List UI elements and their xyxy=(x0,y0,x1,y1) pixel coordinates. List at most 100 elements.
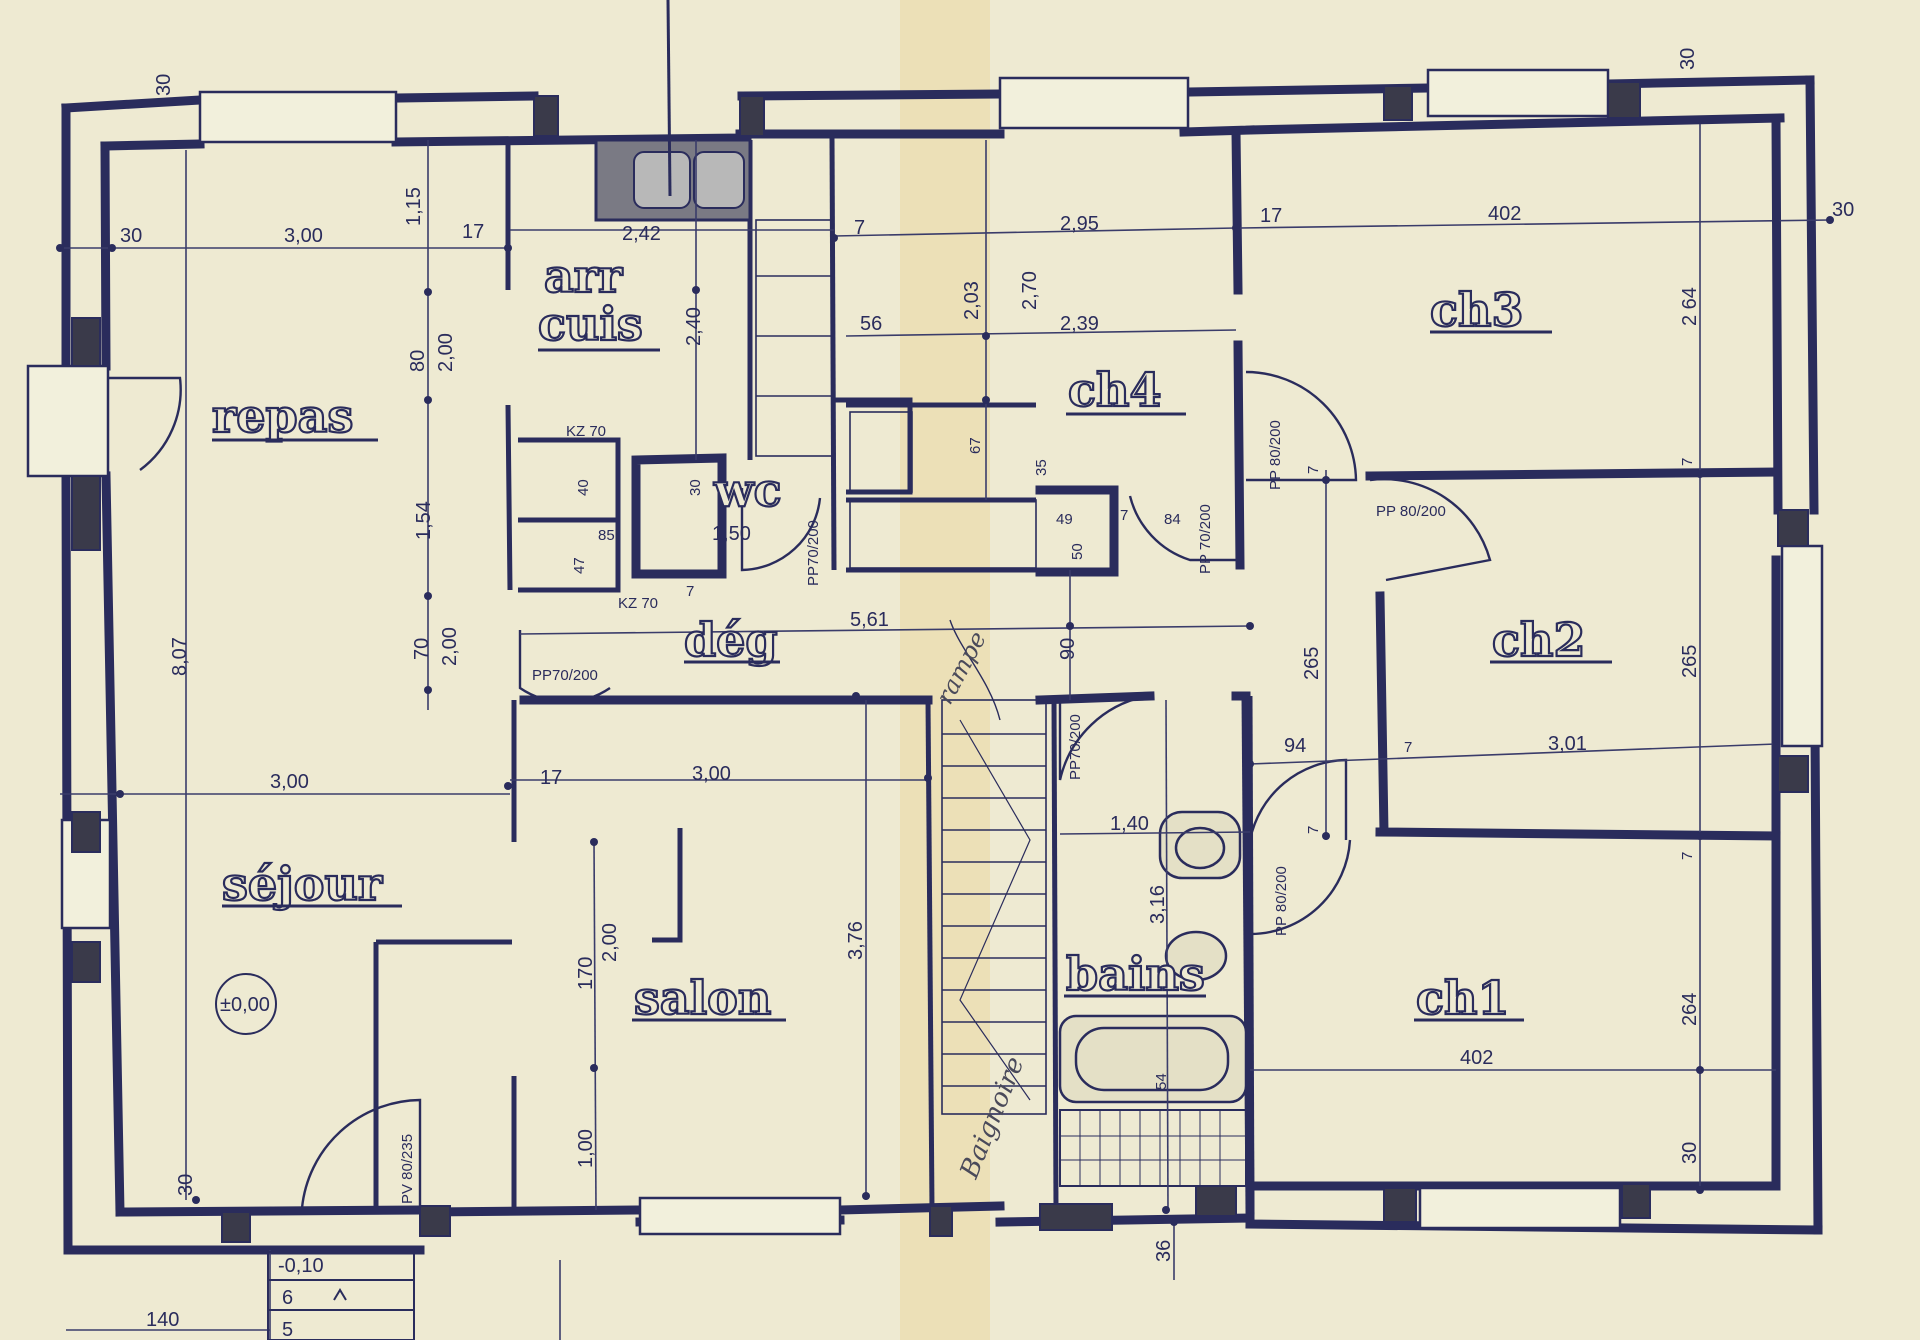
dim-label: 3,00 xyxy=(270,771,309,793)
dim-label: 56 xyxy=(860,313,882,335)
dim-label: 30 xyxy=(175,1174,197,1196)
dim-label: 2,00 xyxy=(599,923,621,962)
dim-label: 7 xyxy=(1679,852,1696,860)
dim-label: 94 xyxy=(1284,735,1306,757)
paper-fold xyxy=(900,0,990,1340)
room-label-arr: arr xyxy=(544,249,623,303)
dim-label: 17 xyxy=(462,221,484,243)
dim-label: 54 xyxy=(1153,1073,1170,1090)
dim-label: 1,50 xyxy=(712,523,751,545)
dim-label: 1,15 xyxy=(403,187,425,226)
staircase xyxy=(941,619,1047,1115)
dim-label: 30 xyxy=(687,479,704,496)
door-label: PP70/200 xyxy=(805,520,822,586)
dim-label: 30 xyxy=(120,225,142,247)
dim-label: 8,07 xyxy=(169,637,191,676)
dim-label: 2,03 xyxy=(961,281,983,320)
entrance-steps xyxy=(267,1251,415,1340)
dim-label: 3,01 xyxy=(1548,733,1587,755)
dim-label: 50 xyxy=(1069,543,1086,560)
dim-label: 30 xyxy=(153,74,175,96)
wall-piers xyxy=(71,81,1809,1243)
dim-label: 85 xyxy=(598,527,615,544)
door-label: KZ 70 xyxy=(566,423,606,440)
kitchen-sink xyxy=(594,0,752,222)
dim-label: 3,16 xyxy=(1147,885,1169,924)
room-label-sejour: séjour xyxy=(222,857,383,911)
dimension-dots xyxy=(56,116,1834,1254)
room-label-wc: wc xyxy=(713,463,782,517)
dimension-labels: 30 30 3,00 1,15 17 2,42 7 2,95 17 402 30… xyxy=(120,48,1854,1331)
room-label-ch1: ch1 xyxy=(1416,971,1509,1025)
room-label-deg: dég xyxy=(684,613,778,667)
room-label-ch4: ch4 xyxy=(1068,363,1161,417)
dim-label: 35 xyxy=(1033,459,1050,476)
dim-label: 7 xyxy=(1679,458,1696,466)
dim-label: 30 xyxy=(1679,1142,1701,1164)
door-label: PP70/200 xyxy=(532,667,598,684)
dim-label: 67 xyxy=(967,437,984,454)
level-value: ±0,00 xyxy=(220,994,270,1016)
door-swings xyxy=(108,370,1492,1209)
dim-label: 17 xyxy=(1260,205,1282,227)
step-5: 5 xyxy=(282,1319,293,1340)
dim-label: 7 xyxy=(1120,507,1128,524)
kitchen-counters xyxy=(755,219,1037,569)
door-label: KZ 70 xyxy=(618,595,658,612)
step-6: 6 xyxy=(282,1287,293,1309)
dim-label: 402 xyxy=(1488,203,1521,225)
dim-label: 36 xyxy=(1153,1240,1175,1262)
room-label-cuis: cuis xyxy=(538,297,643,351)
dim-label: 402 xyxy=(1460,1047,1493,1069)
dim-label: 2,40 xyxy=(683,307,705,346)
dim-label: 30 xyxy=(1677,48,1699,70)
dim-label: 2,95 xyxy=(1060,213,1099,235)
dim-label: 70 xyxy=(411,638,433,660)
door-labels: KZ 70 KZ 70 PP70/200 PP70/200 PP70/200 P… xyxy=(399,420,1446,1204)
door-label: PP 80/200 xyxy=(1376,503,1446,520)
door-label: PP 80/200 xyxy=(1267,420,1284,490)
dim-label: 264 xyxy=(1679,993,1701,1026)
door-label: PP 70/200 xyxy=(1197,504,1214,574)
dim-label: 7 xyxy=(1305,826,1322,834)
dimension-lines xyxy=(60,120,1831,1340)
dim-label: 3,00 xyxy=(284,225,323,247)
dim-label: 47 xyxy=(571,557,588,574)
dim-label: 7 xyxy=(1404,739,1412,756)
dim-label: 49 xyxy=(1056,511,1073,528)
dim-label: 265 xyxy=(1679,645,1701,678)
dim-label: 3,76 xyxy=(845,921,867,960)
dim-label: 7 xyxy=(854,217,865,239)
entrance-level: -0,10 xyxy=(278,1255,324,1277)
room-label-ch3: ch3 xyxy=(1430,283,1523,337)
dim-label: 7 xyxy=(686,583,694,600)
dim-label: 265 xyxy=(1301,647,1323,680)
dim-label: 2,00 xyxy=(435,333,457,372)
room-label-salon: salon xyxy=(634,971,771,1025)
bathroom-fixtures xyxy=(1058,810,1248,1187)
dim-label: 80 xyxy=(407,350,429,372)
dim-label: 1,00 xyxy=(575,1129,597,1168)
dim-label: 1,54 xyxy=(413,501,435,540)
dim-label: 30 xyxy=(1832,199,1854,221)
windows xyxy=(26,68,1824,1236)
dim-label: 2,39 xyxy=(1060,313,1099,335)
level-marker xyxy=(215,973,277,1035)
room-label-repas: repas xyxy=(212,389,353,443)
dim-label: 2 64 xyxy=(1679,287,1701,326)
dim-label: 17 xyxy=(540,767,562,789)
door-label: PV 80/235 xyxy=(399,1134,416,1204)
room-label-bains: bains xyxy=(1066,947,1205,1001)
dim-label: 170 xyxy=(575,957,597,990)
room-label-ch2: ch2 xyxy=(1492,613,1585,667)
dim-label: 84 xyxy=(1164,511,1181,528)
dim-label: 1,40 xyxy=(1110,813,1149,835)
dim-label: 5,61 xyxy=(850,609,889,631)
dim-label: 2,42 xyxy=(622,223,661,245)
dim-label: 7 xyxy=(1305,466,1322,474)
door-label: PP 80/200 xyxy=(1273,866,1290,936)
door-label: PP70/200 xyxy=(1067,714,1084,780)
dim-label: 140 xyxy=(146,1309,179,1331)
dim-label: 90 xyxy=(1057,638,1079,660)
